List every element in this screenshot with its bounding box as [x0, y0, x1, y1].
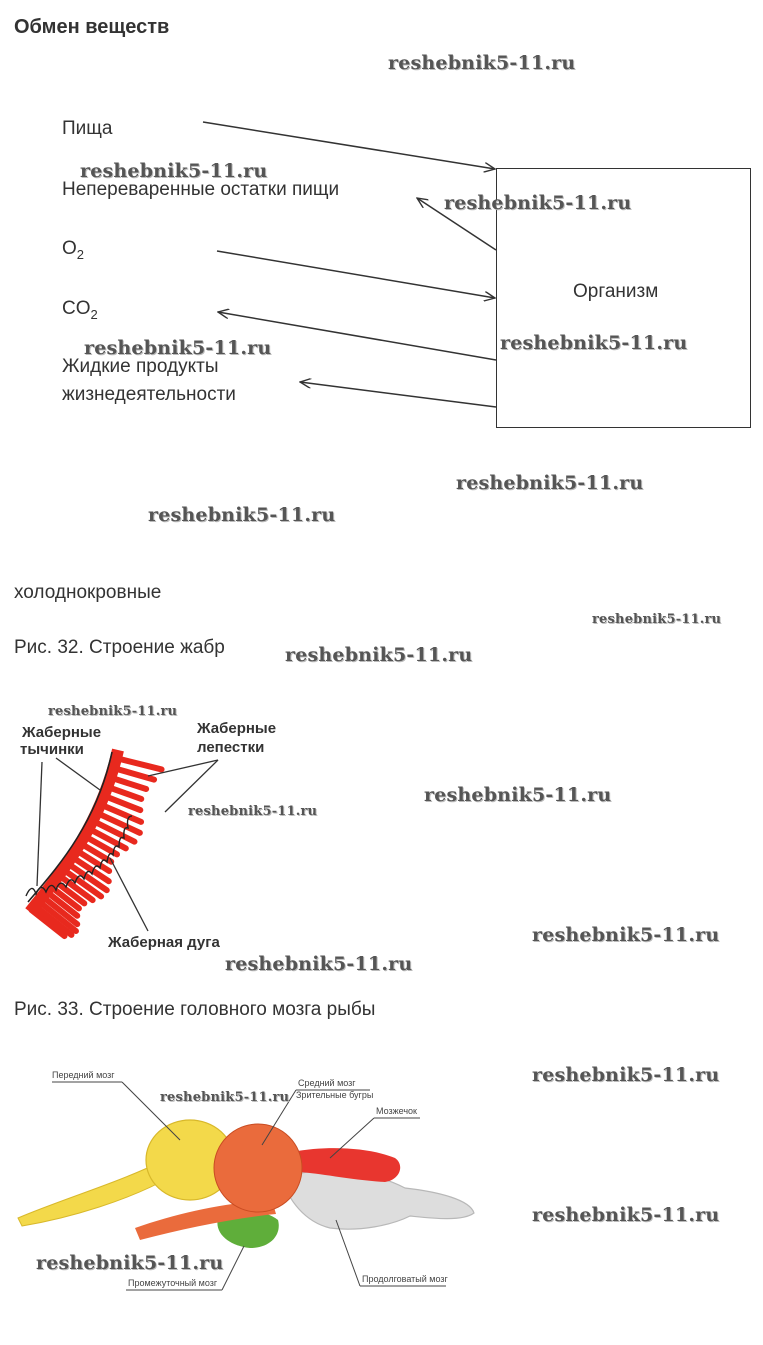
brain-label-forebrain: Передний мозг: [52, 1070, 115, 1080]
fig32-caption: Рис. 32. Строение жабр: [14, 637, 225, 658]
arrow-food-in: [202, 121, 495, 169]
gill-filament: [97, 801, 145, 825]
brain-cerebellum: [286, 1148, 401, 1182]
gill-filament: [28, 907, 68, 940]
brain-figure: Передний мозг Средний мозг Зрительные бу…: [17, 1070, 475, 1291]
brain-leader-lines: [52, 1081, 446, 1291]
watermark: reshebnik5-11.ru: [532, 1064, 720, 1086]
gill-filament: [104, 783, 145, 802]
gill-filament: [113, 755, 165, 773]
gill-filament: [93, 809, 143, 836]
gill-leader-lines: [36, 757, 219, 932]
gill-filament: [55, 872, 96, 904]
gill-filament: [110, 764, 158, 783]
label-co2: CO2: [62, 298, 98, 322]
gill-label-petals-1: Жаберные: [196, 720, 276, 737]
watermark: reshebnik5-11.ru: [500, 332, 688, 354]
watermark: reshebnik5-11.ru: [160, 1090, 290, 1105]
gill-label-arch: Жаберная дуга: [107, 934, 220, 951]
brain-label-medulla: Продолговатый мозг: [362, 1274, 449, 1284]
gill-arch: [25, 748, 124, 916]
label-food: Пища: [62, 118, 113, 139]
label-liquid-2: жизнедеятельности: [62, 384, 236, 405]
gill-filament: [72, 847, 113, 875]
watermark: reshebnik5-11.ru: [48, 704, 178, 719]
brain-diencephalon: [217, 1210, 279, 1248]
gill-filament: [31, 902, 75, 938]
answer-text: холоднокровные: [14, 582, 162, 603]
watermark: reshebnik5-11.ru: [456, 472, 644, 494]
watermark: reshebnik5-11.ru: [532, 1204, 720, 1226]
watermark: reshebnik5-11.ru: [84, 337, 272, 359]
gill-filament: [81, 832, 120, 858]
label-co2-sub: 2: [90, 306, 98, 322]
gill-filament: [39, 893, 81, 928]
watermark: reshebnik5-11.ru: [532, 924, 720, 946]
label-liquid-1: Жидкие продукты: [62, 356, 219, 377]
gill-filament: [64, 860, 110, 894]
gill-label-filaments-1: Жаберные: [21, 724, 101, 741]
watermark: reshebnik5-11.ru: [80, 160, 268, 182]
watermark: reshebnik5-11.ru: [225, 953, 413, 975]
watermark: reshebnik5-11.ru: [424, 784, 612, 806]
brain-label-optic: Зрительные бугры: [296, 1090, 373, 1100]
gill-filament: [89, 817, 138, 845]
page-heading: Обмен веществ: [14, 16, 170, 38]
gill-label-filaments-2: тычинки: [20, 741, 84, 758]
arrow-co2-out: [218, 312, 497, 361]
gill-filament: [43, 888, 81, 919]
gill-figure: Жаберные тычинки Жаберные лепестки Жабер…: [20, 720, 276, 951]
brain-midbrain: [213, 1123, 303, 1213]
label-undigested: Непереваренные остатки пищи: [62, 179, 340, 200]
brain-label-diencephalon: Промежуточный мозг: [128, 1278, 218, 1288]
gill-filament: [100, 792, 144, 814]
brain-label-midbrain: Средний мозг: [298, 1078, 356, 1088]
watermark: reshebnik5-11.ru: [188, 804, 318, 819]
watermark: reshebnik5-11.ru: [285, 644, 473, 666]
label-o2-sub: 2: [76, 246, 85, 262]
gill-rakers: [25, 815, 133, 897]
gill-filament: [77, 840, 115, 865]
organism-label: Организм: [573, 281, 659, 302]
label-o2: O2: [62, 238, 84, 262]
watermark: reshebnik5-11.ru: [444, 192, 632, 214]
watermark: reshebnik5-11.ru: [388, 52, 576, 74]
metabolism-arrows: [202, 121, 763, 408]
brain-lower-tract: [135, 1200, 276, 1240]
brain-label-cerebellum: Мозжечок: [376, 1106, 417, 1116]
fig33-caption: Рис. 33. Строение головного мозга рыбы: [14, 999, 376, 1020]
gill-filament: [59, 866, 105, 900]
watermark: reshebnik5-11.ru: [36, 1252, 224, 1274]
gill-rays: [28, 755, 165, 940]
gill-filament: [68, 853, 112, 885]
label-o2-base: O: [62, 238, 77, 259]
arrow-undigested-out: [417, 198, 497, 251]
gill-label-petals-2: лепестки: [197, 739, 264, 756]
watermark: reshebnik5-11.ru: [592, 612, 722, 627]
gill-filament: [47, 883, 82, 912]
arrow-o2-in: [216, 250, 495, 298]
label-co2-base: CO: [62, 298, 91, 319]
gill-filament: [107, 774, 150, 793]
arrow-liquid-out: [300, 382, 497, 408]
gill-filament: [35, 898, 79, 935]
watermark: reshebnik5-11.ru: [148, 504, 336, 526]
